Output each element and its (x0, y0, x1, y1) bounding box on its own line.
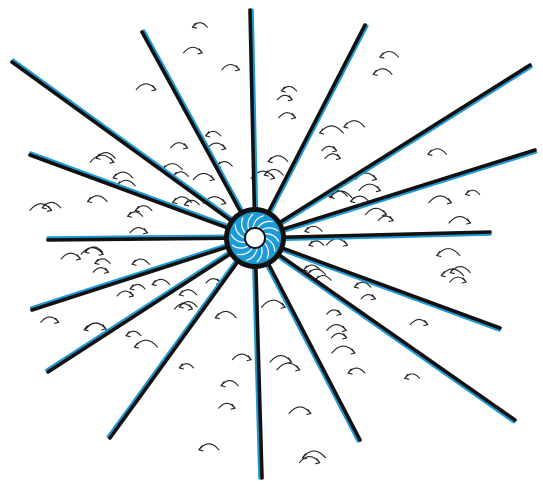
spoke (48, 238, 229, 240)
hub-center (245, 228, 265, 248)
central-hub (224, 207, 286, 269)
